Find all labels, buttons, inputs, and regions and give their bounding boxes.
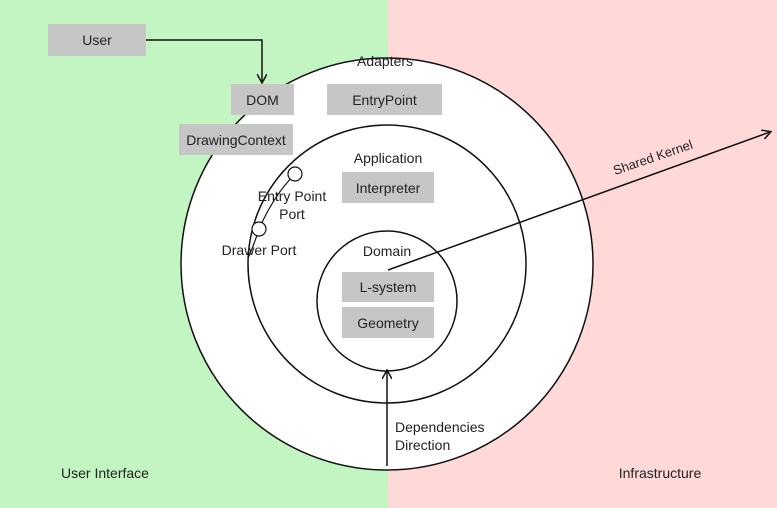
dom-box: DOM [231,84,294,115]
entry-point-port-circle [287,166,303,182]
domain-label: Domain [362,243,412,259]
entry-point-port-label: Entry Point Port [257,188,327,222]
user-to-dom-arrow [146,39,262,82]
application-label: Application [353,150,423,166]
interpreter-box: Interpreter [342,172,434,203]
l-system-box: L-system [342,272,434,302]
user-interface-label: User Interface [61,465,149,481]
drawing-context-box: DrawingContext [179,124,293,155]
drawer-port-label: Drawer Port [221,242,297,258]
infrastructure-label: Infrastructure [618,465,702,481]
geometry-box: Geometry [342,307,434,338]
user-box: User [48,24,146,56]
dependencies-direction-label: Dependencies Direction [395,419,485,453]
entry-point-box: EntryPoint [327,84,442,115]
shared-kernel-arrow [387,132,770,271]
adapters-label: Adapters [356,53,414,69]
drawer-port-circle [251,221,267,237]
